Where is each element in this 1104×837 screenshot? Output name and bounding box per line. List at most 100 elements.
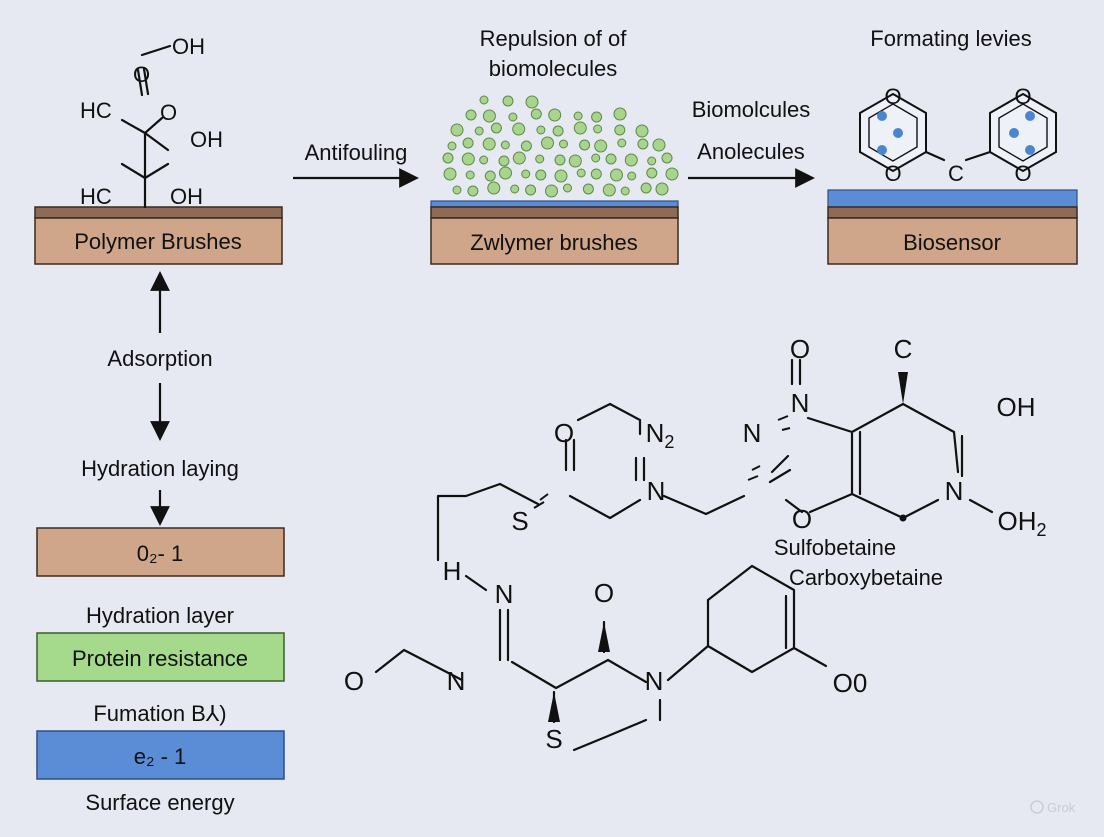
atom-o-mid: O: [594, 578, 614, 608]
biomolecule-particle: [593, 124, 603, 134]
brush-atom-hc-upper: HC: [80, 98, 112, 123]
sensor-coating: [827, 189, 1078, 208]
biomolecule-particle: [530, 108, 542, 120]
biomolecule-particle: [482, 137, 496, 151]
biomolecule-particle: [443, 167, 457, 181]
biomolecule-particle: [479, 155, 489, 165]
biomolecule-particle: [635, 124, 649, 138]
biomolecule-particle: [447, 141, 457, 151]
atom-n-nitroso: N: [791, 388, 810, 418]
atom-n-ring3: N: [645, 666, 664, 696]
biomolecule-particle: [479, 95, 489, 105]
biomolecule-particle: [568, 154, 582, 168]
biomolecule-particle: [552, 125, 564, 137]
atom-o-ring1: O: [554, 418, 574, 448]
antifouling-label: Antifouling: [305, 140, 408, 165]
atom-oh2: OH2: [997, 506, 1046, 540]
biomolecule-particle: [520, 140, 532, 152]
left-column-flow: Adsorption Hydration laying 0₂- 1 Hydrat…: [36, 271, 285, 815]
biomolecule-particle: [461, 152, 475, 166]
biomolecule-particle: [512, 151, 526, 165]
biomolecule-particle: [647, 156, 657, 166]
biomolecule-particle: [602, 183, 616, 197]
biosensor-label: Biosensor: [903, 230, 1001, 255]
biomolecule-particle: [508, 112, 518, 122]
atom-h-left: H: [443, 556, 462, 586]
biomolecule-particle: [627, 171, 637, 181]
atom-n-ring1: N: [647, 476, 666, 506]
substrate3-base: [827, 217, 1078, 265]
substrate2-top-layer: [430, 206, 679, 219]
atom-n2: N2: [646, 418, 675, 452]
biomolecule-particle: [624, 153, 638, 167]
polymer-brushes-label: Polymer Brushes: [74, 229, 242, 254]
zwitterion-coating: [430, 200, 679, 208]
brush-atom-o-carbonyl: O: [133, 62, 150, 87]
brush-atom-oh-mid: OH: [190, 127, 223, 152]
zwlymer-brushes-label: Zwlymer brushes: [470, 230, 637, 255]
receptor-atom-o2: O: [884, 161, 901, 186]
biomolecule-particle: [545, 184, 558, 198]
receptor-hexagon-right-inner: [998, 103, 1048, 162]
atom-o-far-left: O: [344, 666, 364, 696]
panel-polymer-brushes: Polymer Brushes O OH O OH HC HC OH: [34, 34, 283, 265]
biomolecule-particle: [536, 125, 546, 135]
stereo-dot: [899, 514, 907, 522]
biomolecule-particle: [465, 109, 477, 121]
substrate3-top-layer: [827, 206, 1078, 219]
biomolecule-particle: [502, 95, 514, 107]
panel-biosensor: Formating levies O O C O O Biosensor: [827, 26, 1078, 265]
watermark: Grok: [1030, 800, 1076, 815]
repulsion-title-line1: Repulsion of of: [480, 26, 628, 51]
watermark-text: Grok: [1047, 800, 1076, 815]
wedge-bond-c-top: [898, 372, 908, 404]
energy-box-tan: [36, 527, 285, 577]
carboxybetaine-label: Carboxybetaine: [789, 565, 943, 590]
biomolecule-particle: [613, 107, 627, 121]
receptor-atom-o3: O: [1014, 84, 1031, 109]
atom-o0: O0: [833, 668, 868, 698]
target-dot: [877, 111, 887, 121]
biomolecule-particle: [591, 111, 603, 123]
biomolecule-particle: [554, 169, 568, 183]
biomolecule-particles: [442, 95, 679, 198]
target-dot: [877, 145, 887, 155]
hash-bonds: [533, 415, 791, 509]
biomolecule-particle: [652, 138, 666, 152]
atom-c-top: C: [894, 334, 913, 364]
zwitterion-molecule: O C N N OH O N2 N S O N OH2 H N O O N N …: [344, 334, 1047, 754]
biomolecule-particle: [525, 95, 539, 109]
adsorption-label: Adsorption: [107, 346, 212, 371]
biomolecule-particle: [465, 170, 475, 180]
biomolecule-particle: [637, 138, 649, 150]
wedge-bond-s-ring: [548, 692, 560, 722]
biomolecule-particle: [535, 169, 547, 181]
receptor-hexagon-left-inner: [868, 103, 918, 162]
biomolecule-particle: [655, 182, 669, 196]
arrow-antifouling: Antifouling: [293, 140, 419, 188]
atom-n-imine: N: [495, 579, 514, 609]
receptor-atom-c: C: [948, 161, 964, 186]
surface-energy-label: Surface energy: [85, 790, 234, 815]
brush-atom-o-ring: O: [160, 100, 177, 125]
sulfobetaine-label: Sulfobetaine: [774, 535, 896, 560]
protein-resistance-label: Protein resistance: [72, 646, 248, 671]
biomolecule-particle: [591, 153, 601, 163]
biomolecule-particle: [605, 153, 617, 165]
biomolecule-particle: [573, 121, 587, 135]
energy-box-blue-label: e₂ - 1: [134, 744, 187, 769]
biomolecule-particle: [474, 126, 484, 136]
target-dot: [1025, 111, 1035, 121]
hydration-layer-label: Hydration layer: [86, 603, 234, 628]
formating-levies-title: Formating levies: [870, 26, 1031, 51]
arrow-biomolecules: Biomolcules Anolecules: [688, 97, 815, 188]
anolecules-label: Anolecules: [697, 139, 805, 164]
biomolecule-particle: [500, 140, 510, 150]
biomolecule-particle: [512, 122, 526, 136]
molecule-bonds: [374, 358, 994, 752]
atom-o-top: O: [790, 334, 810, 364]
biomolecule-particle: [484, 170, 496, 182]
biomolecule-particle: [614, 124, 626, 136]
